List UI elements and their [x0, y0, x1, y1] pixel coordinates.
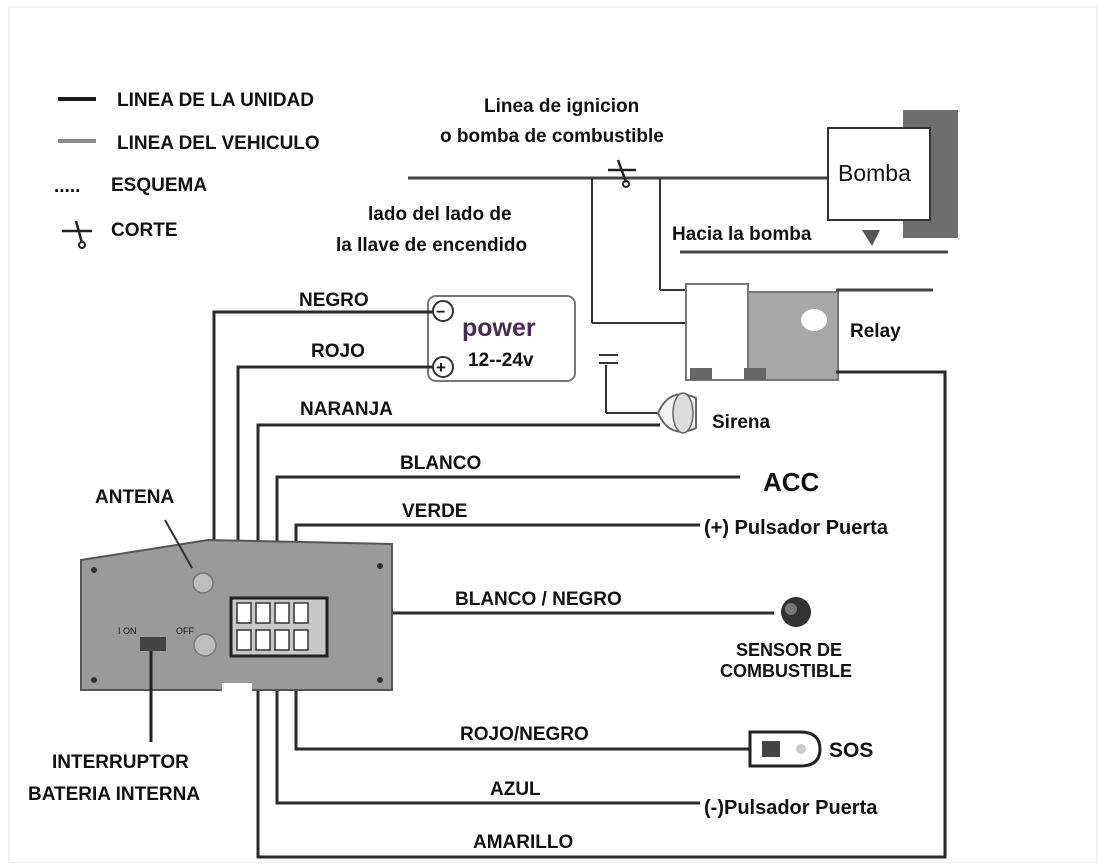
- sos-label: SOS: [829, 739, 873, 762]
- siren-icon: [656, 392, 697, 434]
- power-plus-sign: +: [436, 358, 446, 377]
- voltage-label: 12--24v: [468, 350, 534, 371]
- pump-box: [827, 127, 931, 221]
- legend-scheme-marker: .....: [54, 176, 80, 197]
- wire-negro: [212, 310, 433, 612]
- power-label: power: [462, 314, 536, 342]
- wire-rojo-negro-label: ROJO/NEGRO: [460, 724, 589, 745]
- acc-label: ACC: [763, 467, 820, 497]
- power-supply-box: [427, 295, 576, 382]
- antenna-port-icon: [192, 572, 214, 594]
- legend-vehicle-line-label: LINEA DEL VEHICULO: [117, 133, 320, 154]
- battery-switch-label-2: BATERIA INTERNA: [28, 784, 200, 805]
- door-positive-label: (+) Pulsador Puerta: [704, 517, 889, 539]
- wire-amarillo-label: AMARILLO: [473, 832, 573, 853]
- legend: LINEA DE LA UNIDAD LINEA DEL VEHICULO ..…: [54, 90, 320, 249]
- fuel-sensor-icon: [781, 597, 811, 627]
- antenna-pointer: [164, 519, 193, 569]
- relay-label: Relay: [850, 321, 901, 342]
- wiring-connector: [229, 596, 329, 658]
- sos-button-icon: [748, 730, 822, 768]
- ignition-cut-scissors-icon: [608, 159, 636, 188]
- wire-negro-label: NEGRO: [299, 290, 369, 311]
- wire-rojo: [236, 365, 433, 612]
- wire-rojo-label: ROJO: [311, 341, 365, 362]
- wire-azul-label: AZUL: [490, 779, 541, 800]
- key-side-label-1: lado del lado de: [368, 204, 512, 225]
- legend-unit-line-label: LINEA DE LA UNIDAD: [117, 90, 314, 111]
- port-icon: [193, 633, 217, 657]
- wire-blanco-negro-label: BLANCO / NEGRO: [455, 589, 622, 610]
- door-negative-label: (-)Pulsador Puerta: [704, 797, 878, 819]
- ignition-line-label-2: o bomba de combustible: [440, 126, 664, 147]
- to-pump-label: Hacia la bomba: [672, 224, 812, 245]
- battery-switch-label-1: INTERRUPTOR: [52, 752, 189, 773]
- ignition-line-label-1: Linea de ignicion: [484, 96, 639, 117]
- wire-amarillo: [256, 370, 947, 859]
- fuel-sensor-label-1: SENSOR DE: [736, 640, 842, 660]
- relay: [685, 283, 839, 381]
- switch-on-label: I ON: [118, 626, 137, 636]
- battery-switch: [140, 637, 166, 651]
- pump-arrow-icon: [862, 230, 880, 246]
- fuel-sensor-label-2: COMBUSTIBLE: [720, 661, 852, 681]
- wire-blanco-label: BLANCO: [400, 453, 481, 474]
- ground-icon: [599, 354, 618, 364]
- wire-azul: [275, 650, 700, 805]
- power-minus-sign: −: [436, 304, 445, 321]
- wire-naranja-label: NARANJA: [300, 399, 393, 420]
- key-side-label-2: la llave de encendido: [336, 235, 527, 256]
- pump-label: Bomba: [838, 160, 911, 186]
- siren-label: Sirena: [712, 412, 771, 433]
- antenna-label: ANTENA: [95, 487, 174, 508]
- switch-off-label: OFF: [176, 626, 194, 636]
- wire-verde-label: VERDE: [402, 501, 467, 522]
- legend-scheme-label: ESQUEMA: [111, 175, 207, 196]
- scissors-icon: [62, 220, 92, 249]
- legend-cut-label: CORTE: [111, 220, 178, 241]
